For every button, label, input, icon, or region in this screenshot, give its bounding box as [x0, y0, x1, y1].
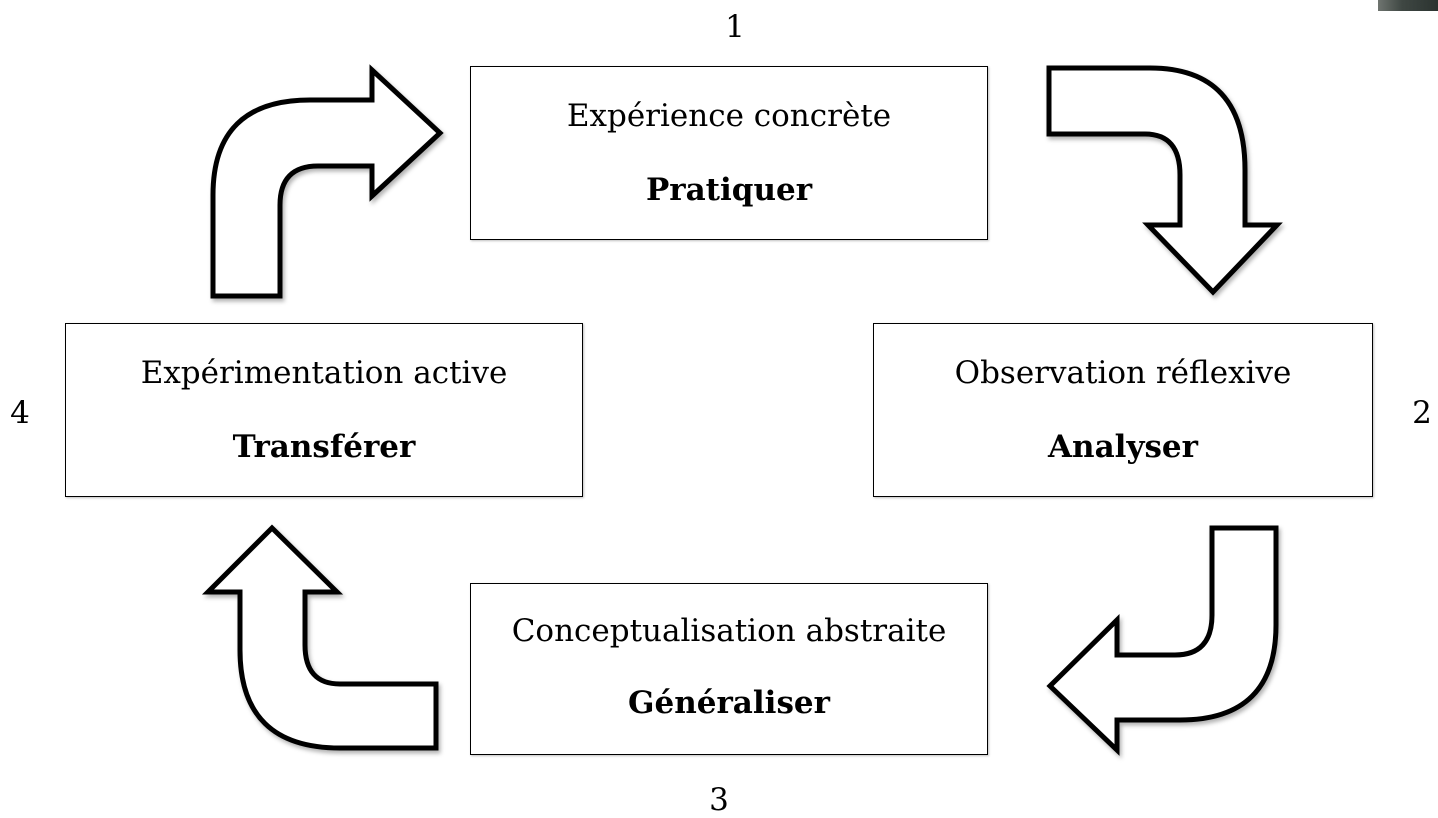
stage-box-observation-reflexive: Observation réflexive Analyser: [873, 323, 1373, 497]
step-number-2: 2: [1412, 395, 1432, 431]
stage-action: Généraliser: [628, 685, 830, 721]
arrow-2-to-3-icon: [1046, 525, 1279, 756]
stage-label: Expérimentation active: [140, 355, 508, 391]
arrow-3-to-4-icon: [201, 524, 439, 751]
stage-box-experience-concrete: Expérience concrète Pratiquer: [470, 66, 988, 240]
stage-action: Transférer: [232, 429, 416, 465]
step-number-4: 4: [10, 395, 30, 431]
arrow-4-to-1-icon: [210, 64, 444, 299]
stage-action: Analyser: [1048, 429, 1198, 465]
stage-box-experimentation-active: Expérimentation active Transférer: [65, 323, 583, 497]
step-number-3: 3: [709, 782, 729, 818]
stage-label: Observation réflexive: [954, 355, 1292, 391]
stage-box-conceptualisation-abstraite: Conceptualisation abstraite Généraliser: [470, 583, 988, 755]
stage-action: Pratiquer: [645, 172, 813, 208]
arrow-1-to-2-icon: [1046, 65, 1283, 296]
step-number-1: 1: [725, 9, 745, 45]
stage-label: Expérience concrète: [566, 98, 892, 134]
stage-label: Conceptualisation abstraite: [511, 613, 947, 649]
corner-photo-fragment: [1378, 0, 1438, 11]
